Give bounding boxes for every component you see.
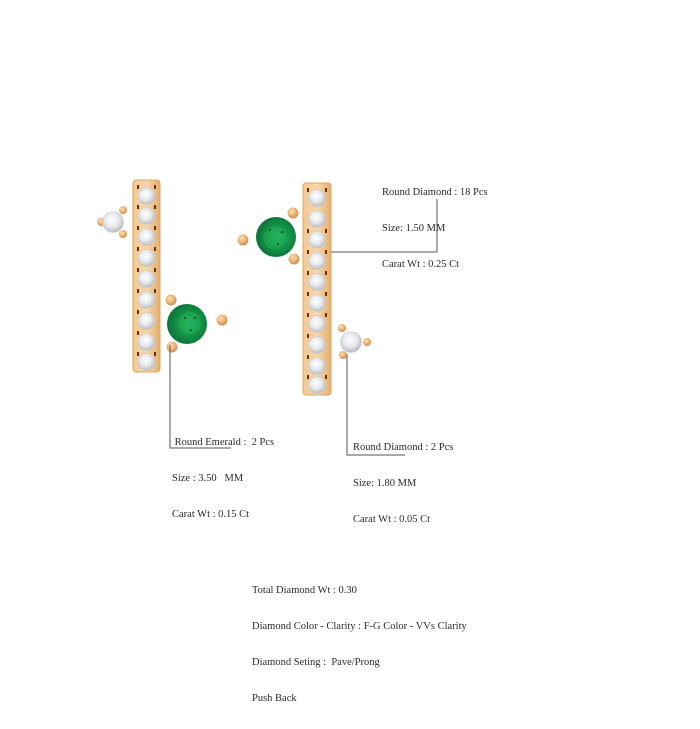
- left-earring: [97, 179, 228, 373]
- product-spec-sheet: Round Diamond : 18 Pcs Size: 1.50 MM Car…: [97, 163, 488, 704]
- leader-line-side-diamond: [346, 354, 405, 456]
- diamond-color-clarity: Diamond Color - Clarity : F-G Color - VV…: [252, 621, 467, 632]
- callout-line: Carat Wt : 0.05 Ct: [353, 514, 431, 525]
- leader-lines: [169, 199, 438, 456]
- right-side-diamond: [338, 324, 371, 359]
- callout-line: Size: 1.80 MM: [353, 478, 417, 489]
- total-diamond-weight: Total Diamond Wt : 0.30: [252, 585, 357, 596]
- left-side-diamond: [97, 206, 127, 238]
- right-earring: [237, 182, 371, 396]
- callout-line: Round Emerald : 2 Pcs: [172, 437, 275, 448]
- right-pave-diamonds: [308, 189, 326, 394]
- right-pave-prongs: [307, 188, 327, 379]
- callout-round-emerald: Round Emerald : 2 Pcs Size : 3.50 MM Car…: [172, 413, 274, 545]
- earrings-illustration: [97, 179, 438, 456]
- callout-round-diamond-pave: Round Diamond : 18 Pcs Size: 1.50 MM Car…: [382, 163, 488, 295]
- product-summary: Total Diamond Wt : 0.30 Diamond Color - …: [252, 561, 467, 729]
- callout-line: Size : 3.50 MM: [172, 473, 244, 484]
- left-emerald: [165, 294, 228, 353]
- callout-line: Round Diamond : 2 Pcs: [353, 442, 454, 453]
- leader-line-pave-diamond: [331, 199, 438, 253]
- leader-line-emerald: [169, 345, 231, 449]
- callout-line: Carat Wt : 0.15 Ct: [172, 509, 250, 520]
- left-pave-prongs: [137, 185, 156, 356]
- left-pave-diamonds: [137, 187, 156, 371]
- callout-line: Size: 1.50 MM: [382, 223, 446, 234]
- right-emerald: [237, 207, 300, 265]
- callout-line: Round Diamond : 18 Pcs: [382, 187, 488, 198]
- callout-line: Carat Wt : 0.25 Ct: [382, 259, 460, 270]
- back-type: Push Back: [252, 693, 297, 704]
- callout-round-diamond-side: Round Diamond : 2 Pcs Size: 1.80 MM Cara…: [353, 418, 453, 550]
- diamond-setting: Diamond Seting : Pave/Prong: [252, 657, 380, 668]
